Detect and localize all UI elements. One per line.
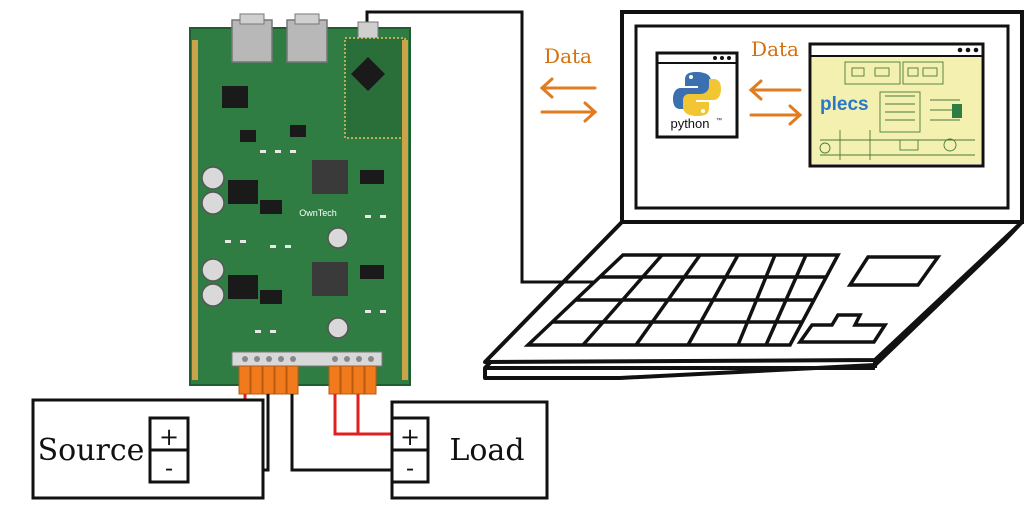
load-plus: + bbox=[400, 423, 420, 451]
laptop-touchpad bbox=[846, 255, 942, 287]
board-chip bbox=[222, 86, 248, 108]
data-arrows-left: Data bbox=[539, 44, 598, 123]
wire-load-positive-a bbox=[333, 394, 392, 436]
source-frame bbox=[31, 398, 265, 500]
arrow-left-icon bbox=[539, 77, 597, 99]
terminal-block bbox=[231, 351, 383, 367]
source-box: + - Source bbox=[31, 398, 265, 500]
load-label: Load bbox=[449, 433, 524, 468]
usb-cable bbox=[365, 10, 595, 284]
plecs-component bbox=[952, 104, 962, 118]
window-dots-icon bbox=[713, 56, 731, 60]
load-box: + - Load bbox=[390, 400, 549, 500]
arrow-right-icon bbox=[749, 104, 803, 126]
terminal-levers bbox=[238, 365, 377, 395]
mcu-module bbox=[344, 37, 406, 139]
source-label: Source bbox=[38, 433, 145, 468]
load-minus: - bbox=[406, 454, 414, 482]
data-arrows-right: Data bbox=[748, 37, 803, 126]
plecs-logo: plecs bbox=[820, 94, 869, 115]
source-plus: + bbox=[159, 423, 179, 451]
plecs-schematic bbox=[819, 61, 975, 160]
python-logo-icon bbox=[673, 72, 721, 116]
board-chip bbox=[312, 262, 348, 296]
usb-connector bbox=[357, 21, 379, 39]
arrow-left-icon bbox=[748, 79, 802, 101]
arrow-right-icon bbox=[540, 101, 598, 123]
data-label-left: Data bbox=[544, 44, 592, 68]
board-chip bbox=[312, 160, 348, 194]
laptop-arrow-keys bbox=[796, 313, 889, 344]
board-brand: OwnTech bbox=[299, 208, 337, 218]
capacitors bbox=[201, 166, 349, 339]
data-label-right: Data bbox=[751, 37, 799, 61]
laptop-keyboard bbox=[523, 253, 841, 347]
python-trademark: ™ bbox=[716, 117, 722, 124]
terminal-screws bbox=[242, 356, 374, 362]
plecs-window[interactable]: plecs bbox=[808, 42, 985, 168]
ethernet-jack-2 bbox=[286, 19, 328, 63]
source-minus: - bbox=[165, 454, 173, 482]
ethernet-jack-1 bbox=[231, 19, 273, 63]
python-window[interactable]: python ™ bbox=[655, 51, 739, 139]
owntech-board: OwnTech bbox=[189, 13, 411, 395]
laptop-deck bbox=[483, 220, 1024, 364]
window-dots-icon bbox=[957, 47, 979, 53]
wire-load-negative bbox=[290, 394, 392, 472]
python-label: python bbox=[670, 116, 709, 131]
